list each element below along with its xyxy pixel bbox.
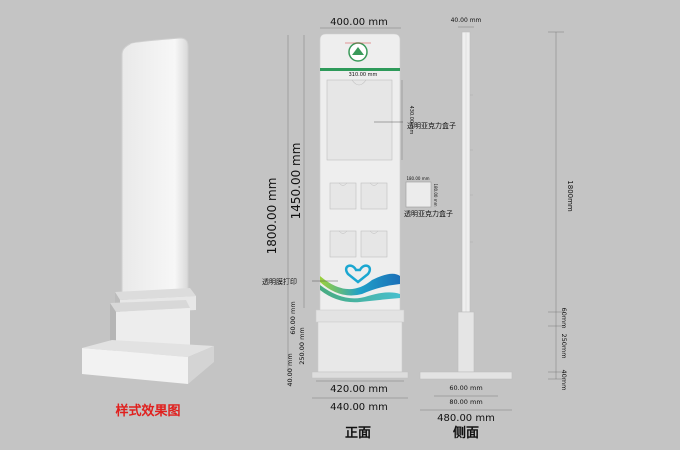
side-width-top: 40.00 mm <box>451 17 482 24</box>
front-foot <box>311 371 409 379</box>
small-box-notches <box>338 182 379 234</box>
side-dim-60: 60mm <box>560 308 568 329</box>
logo-mark <box>352 47 364 55</box>
side-dim-250: 250mm <box>560 333 568 358</box>
front-height-total: 1800.00 mm <box>265 178 279 255</box>
side-dim-40: 40mm <box>560 370 568 391</box>
label-acrylic-box-small: 透明亚克力盒子 <box>404 209 453 218</box>
foot-plate-side <box>188 346 214 384</box>
front-view-caption: 正面 <box>345 426 371 441</box>
small-box-2 <box>360 182 388 210</box>
foot-plate-front <box>82 348 188 384</box>
side-height-total: 1800mm <box>566 180 574 212</box>
side-width-neck: 60.00 mm <box>449 384 482 392</box>
effect-caption: 样式效果图 <box>115 403 180 419</box>
side-view: 40.00 mm 60.00 mm 80.00 mm 480.00 mm 180… <box>419 17 574 441</box>
front-view: 400.00 mm 310.00 mm 430.00 mm 透明亚克力盒子 18… <box>262 17 456 441</box>
heart-icon <box>344 264 372 284</box>
swirl-graphic-lower <box>320 285 400 303</box>
front-width-base-top: 420.00 mm <box>330 384 388 395</box>
panel-front-face <box>121 37 189 299</box>
front-height-panel: 1450.00 mm <box>289 143 303 220</box>
inner-width-label: 310.00 mm <box>349 72 378 78</box>
small-box-height-label: 180.00 mm <box>433 183 438 206</box>
front-dim-40: 40.00 mm <box>286 353 294 386</box>
small-box-4 <box>360 230 388 258</box>
large-acrylic-box <box>326 79 393 161</box>
green-band <box>320 68 400 71</box>
small-box-width-label: 180.00 mm <box>406 176 429 181</box>
small-box-3 <box>329 230 357 258</box>
front-width-base: 440.00 mm <box>330 402 388 413</box>
label-film-print: 透明膜打印 <box>262 277 297 286</box>
small-box-1 <box>329 182 357 210</box>
swirl-graphic <box>320 273 400 296</box>
small-box-detail <box>405 181 432 208</box>
side-neck <box>457 311 475 373</box>
front-dim-250: 250.00 mm <box>298 327 306 364</box>
large-box-notch <box>351 79 367 86</box>
collar-top <box>115 288 196 300</box>
front-base-box <box>317 321 403 373</box>
effect-3d-view: 样式效果图 <box>82 37 214 419</box>
front-dim-60: 60.00 mm <box>289 301 297 334</box>
front-width-top: 400.00 mm <box>330 17 388 28</box>
side-foot <box>419 371 513 380</box>
box-height-label: 430.00 mm <box>408 106 414 135</box>
side-width-foot: 480.00 mm <box>437 413 495 424</box>
label-acrylic-box-large: 透明亚克力盒子 <box>407 121 456 130</box>
side-width-foot-top: 80.00 mm <box>449 398 482 406</box>
side-view-caption: 侧面 <box>453 425 479 441</box>
front-collar <box>315 309 405 323</box>
base-box-side <box>110 303 116 350</box>
base-box-top <box>110 300 190 312</box>
foot-plate-top <box>82 340 214 357</box>
